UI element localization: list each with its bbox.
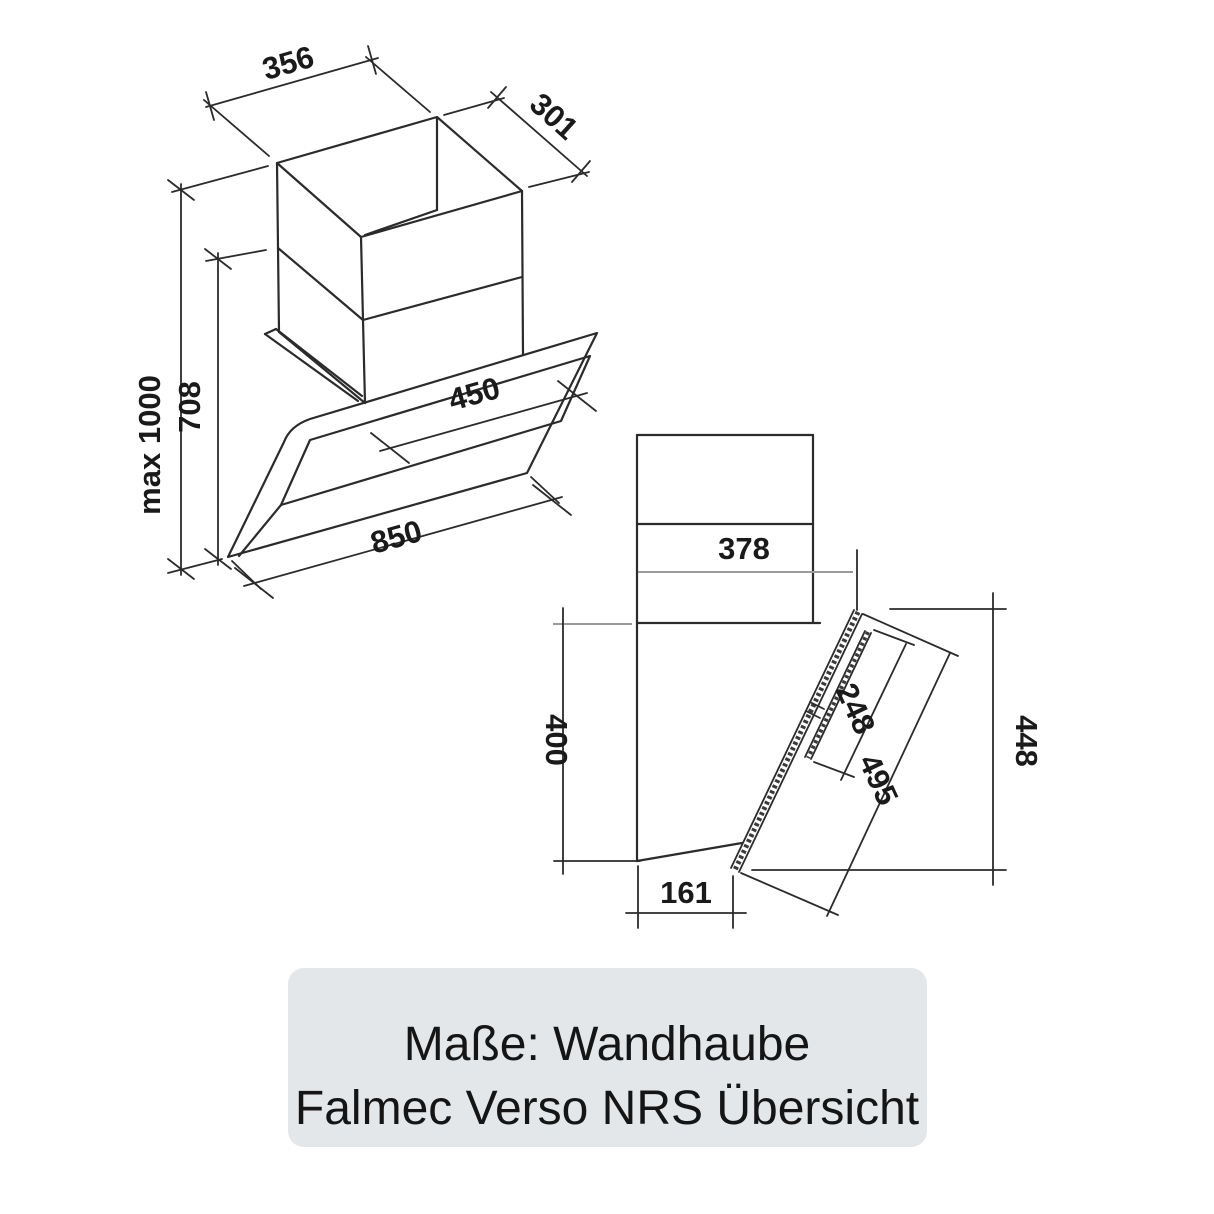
caption-line-2: Falmec Verso NRS Übersicht	[295, 1082, 919, 1135]
dimension-161: 161	[625, 865, 747, 929]
caption: Maße: Wandhaube Falmec Verso NRS Übersic…	[288, 968, 927, 1147]
chimney-side	[635, 433, 822, 625]
dim-label-max-1000: max 1000	[132, 375, 167, 515]
inner-suction-panel-side	[804, 630, 872, 760]
dimension-356: 356	[203, 39, 431, 157]
side-view: 378 400 161 248 495	[539, 433, 1044, 929]
dim-label-248: 248	[829, 678, 883, 740]
caption-box	[288, 968, 927, 1147]
dimension-301: 301	[443, 86, 591, 188]
dimension-max-1000: max 1000	[132, 165, 269, 580]
dim-label-495: 495	[852, 749, 906, 811]
dimension-708: 708	[172, 248, 267, 570]
chimney-isometric	[275, 115, 525, 405]
dim-label-301: 301	[523, 86, 585, 147]
dim-label-356: 356	[258, 39, 317, 87]
dim-label-450: 450	[445, 370, 504, 418]
dim-label-161: 161	[660, 875, 712, 910]
dim-label-448: 448	[1009, 715, 1044, 767]
dimension-448: 448	[751, 592, 1044, 886]
dim-label-708: 708	[172, 381, 207, 433]
dimension-378: 378	[638, 531, 858, 611]
dim-label-400: 400	[539, 714, 574, 766]
dimension-850: 850	[231, 476, 572, 599]
caption-line-1: Maße: Wandhaube	[404, 1018, 810, 1071]
dim-label-850: 850	[367, 513, 426, 561]
hood-body-side	[635, 621, 744, 863]
isometric-view: 356 301 max 1000 708	[132, 39, 599, 599]
glass-panel-isometric	[226, 331, 599, 559]
wall-bracket	[263, 327, 364, 403]
dimension-400: 400	[539, 607, 641, 875]
dim-label-378: 378	[718, 531, 770, 566]
glass-panel-side	[730, 609, 863, 873]
